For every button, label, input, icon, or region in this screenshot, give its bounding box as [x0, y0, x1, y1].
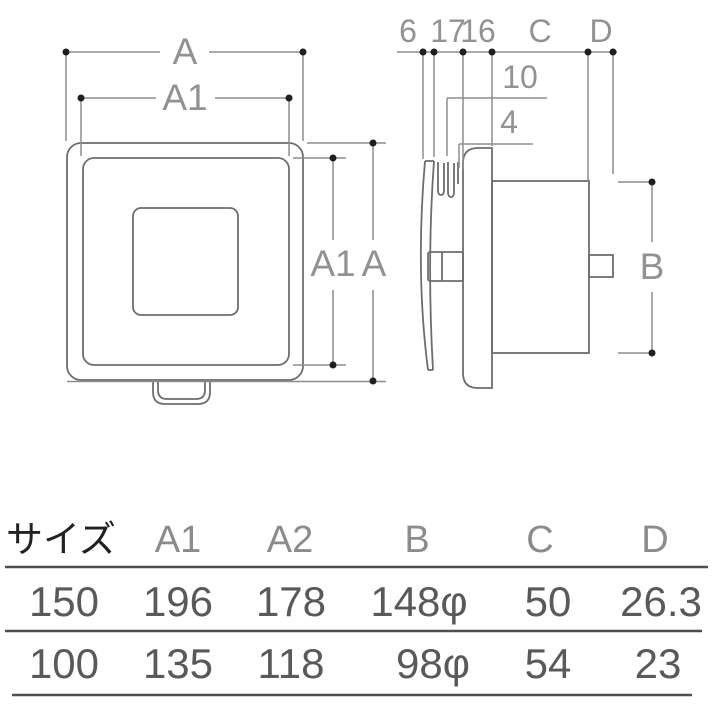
side-clip-prong: [437, 162, 445, 196]
dim-label-a1: A1: [162, 77, 207, 118]
cell-size-150: 150: [29, 578, 99, 625]
dim-endpoint-dot: [648, 178, 656, 186]
dim-endpoint-dot: [299, 48, 307, 56]
table-header-row: サイズ A1 A2 B C D: [6, 519, 669, 561]
dim-label-a: A: [362, 243, 387, 284]
dimension-a-right: A: [307, 139, 387, 385]
table-header-d: D: [641, 519, 668, 561]
cell-c: 50: [525, 578, 572, 625]
dim-label-16: 16: [460, 13, 496, 49]
dim-label-6: 6: [399, 13, 417, 49]
cell-a1: 196: [143, 578, 213, 625]
dim-endpoint-dot: [369, 377, 377, 385]
side-front-plate-right-edge: [429, 160, 435, 371]
dim-endpoint-dot: [488, 48, 496, 56]
dimension-b-right: B: [618, 178, 665, 357]
side-view: [419, 147, 614, 389]
dim-label-17: 17: [430, 13, 466, 49]
dim-endpoint-dot: [648, 349, 656, 357]
cell-a2: 118: [258, 640, 325, 687]
dim-endpoint-dot: [77, 94, 85, 102]
dim-endpoint-dot: [430, 48, 438, 56]
size-table: サイズ A1 A2 B C D 150 196 178 148φ 50 26.3…: [5, 519, 708, 697]
side-body: [491, 180, 590, 354]
cell-d: 26.3: [620, 578, 702, 625]
cell-a2: 178: [256, 578, 326, 625]
table-header-a2: A2: [267, 519, 313, 561]
dim-endpoint-dot: [459, 48, 467, 56]
dim-label-b: B: [640, 246, 665, 287]
side-flange-plate: [462, 147, 493, 389]
dim-endpoint-dot: [285, 94, 293, 102]
dim-endpoint-dot: [609, 48, 617, 56]
dim-endpoint-dot: [369, 139, 377, 147]
table-header-c: C: [526, 519, 553, 561]
front-view: [66, 142, 386, 405]
table-header-size: サイズ: [6, 519, 116, 560]
dim-endpoint-dot: [329, 154, 337, 162]
side-latch: [427, 251, 464, 282]
dim-label-a: A: [173, 31, 198, 72]
dim-endpoint-dot: [419, 48, 427, 56]
cell-b: 148φ: [370, 578, 467, 625]
table-header-b: B: [404, 519, 429, 561]
dim-endpoint-dot: [62, 48, 70, 56]
dimension-a1-top: A1: [77, 77, 293, 156]
cell-d: 23: [635, 640, 682, 687]
table-header-a1: A1: [155, 519, 201, 561]
cell-size-100: 100: [29, 640, 99, 687]
dim-endpoint-dot: [584, 48, 592, 56]
side-front-plate-left-edge: [419, 160, 429, 371]
table-row: 100 135 118 98φ 54 23: [29, 640, 681, 687]
table-row: 150 196 178 148φ 50 26.3: [29, 578, 702, 625]
dim-label-c: C: [528, 13, 551, 49]
dim-label-10: 10: [502, 59, 538, 95]
dim-label-a1: A1: [310, 243, 355, 284]
dimension-a1-right: A1: [293, 154, 356, 369]
dimension-leader-4: 4: [458, 104, 533, 168]
cell-b: 98φ: [396, 640, 470, 687]
front-outer-frame: [66, 142, 304, 381]
dimension-a-top: A: [62, 31, 307, 141]
cell-a1: 135: [143, 640, 213, 687]
dim-endpoint-dot: [329, 361, 337, 369]
front-center-panel: [132, 207, 239, 316]
dim-label-d: D: [589, 13, 612, 49]
front-bottom-tab-outer: [152, 381, 211, 405]
dimension-leader-10: 10: [446, 59, 547, 156]
dim-label-4: 4: [500, 104, 518, 140]
dimension-chain-top: 6 17 16 C D: [397, 13, 617, 180]
front-bottom-tab-inner: [157, 381, 206, 400]
side-clip-prong: [447, 162, 455, 198]
cell-c: 54: [525, 640, 572, 687]
front-inner-frame: [82, 157, 290, 366]
side-right-tab: [588, 254, 614, 278]
